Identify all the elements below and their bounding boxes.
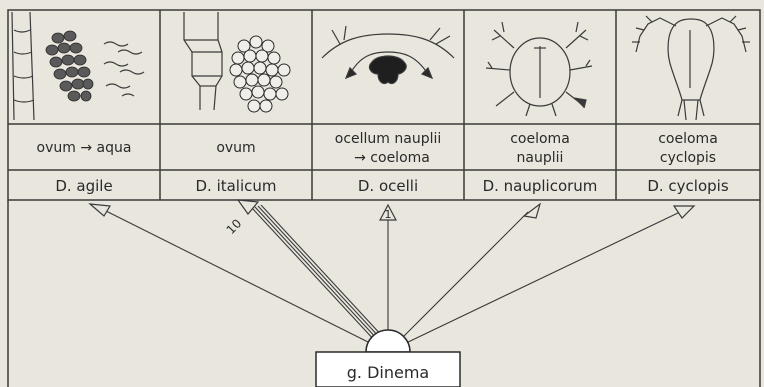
habitat-label-agile-text: ovum → aqua: [37, 140, 132, 156]
nauplius-larva-icon: [486, 22, 592, 116]
species-label-cyclopis: D. cyclopis: [647, 177, 728, 195]
arrow-count-italicum: 10: [224, 216, 245, 237]
habitat-label-italicum: ovum: [216, 140, 255, 156]
genus-label: g. Dinema: [347, 363, 429, 382]
nauplius-ocellus-icon: [322, 26, 454, 84]
arrow-count-ocelli: 1: [385, 208, 392, 221]
arrowhead-agile: [90, 204, 110, 216]
arrowhead-cyclopis: [674, 206, 694, 218]
derivation-arrows: [104, 205, 680, 344]
habitat-label-nauplicorum-line1: coeloma: [510, 131, 570, 147]
egg-cluster-icon: [184, 12, 290, 112]
arrowhead-nauplicorum: [524, 204, 540, 218]
arrowheads: [90, 200, 694, 220]
cyclops-copepod-icon: [632, 16, 750, 120]
habitat-label-ocelli-line2: → coeloma: [354, 150, 430, 166]
arrow-to-nauplicorum: [400, 212, 528, 340]
habitat-label-ocelli-line1: ocellum nauplii: [335, 131, 442, 147]
species-row: D. agile D. italicum D. ocelli D. naupli…: [55, 177, 729, 195]
egg-cluster-in-water-icon: [12, 12, 144, 120]
species-label-ocelli: D. ocelli: [358, 177, 418, 195]
species-label-nauplicorum: D. nauplicorum: [483, 177, 598, 195]
habitat-label-agile: ovum → aqua: [37, 140, 132, 156]
species-label-italicum: D. italicum: [195, 177, 276, 195]
habitat-label-cyclopis-line2: cyclopis: [660, 150, 716, 166]
genus-node: g. Dinema: [316, 330, 460, 387]
habitat-label-cyclopis-line1: coeloma: [658, 131, 718, 147]
habitat-label-nauplicorum-line2: nauplii: [517, 150, 564, 166]
arrow-to-cyclopis: [404, 212, 680, 344]
arrow-to-italicum: [252, 205, 385, 342]
species-label-agile: D. agile: [55, 177, 112, 195]
